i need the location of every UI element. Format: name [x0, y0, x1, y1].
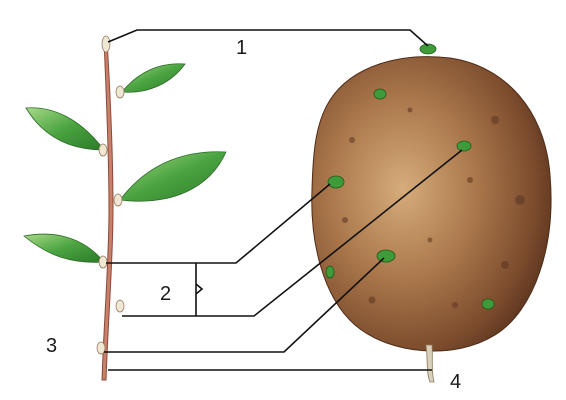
stem	[102, 40, 113, 380]
bud-node	[116, 300, 124, 312]
eye-sprout	[374, 89, 386, 99]
label-4: 4	[450, 371, 461, 393]
label-3: 3	[46, 335, 57, 357]
eye-sprout	[457, 141, 471, 151]
eye-sprout	[326, 266, 334, 278]
apical-bud	[102, 36, 110, 52]
eye-sprout	[482, 299, 494, 309]
label-1: 1	[236, 37, 247, 59]
bracket-2-tick	[196, 284, 202, 294]
leaf-left-top	[26, 108, 104, 150]
tuber-body	[312, 57, 551, 351]
eye-sprout	[328, 176, 344, 188]
leader-line-1	[108, 30, 428, 46]
label-2: 2	[160, 283, 171, 305]
leaf-upper-right	[122, 64, 185, 92]
bud-node	[116, 86, 124, 98]
bud-node	[99, 144, 107, 156]
shoot	[24, 36, 226, 380]
leaf-right-large	[120, 152, 226, 201]
bud-node	[114, 194, 122, 206]
bud-node	[99, 256, 107, 268]
tuber	[312, 44, 551, 382]
eye-sprout	[377, 250, 395, 262]
bud-node	[97, 342, 105, 354]
leaf-left-lower	[24, 234, 104, 262]
